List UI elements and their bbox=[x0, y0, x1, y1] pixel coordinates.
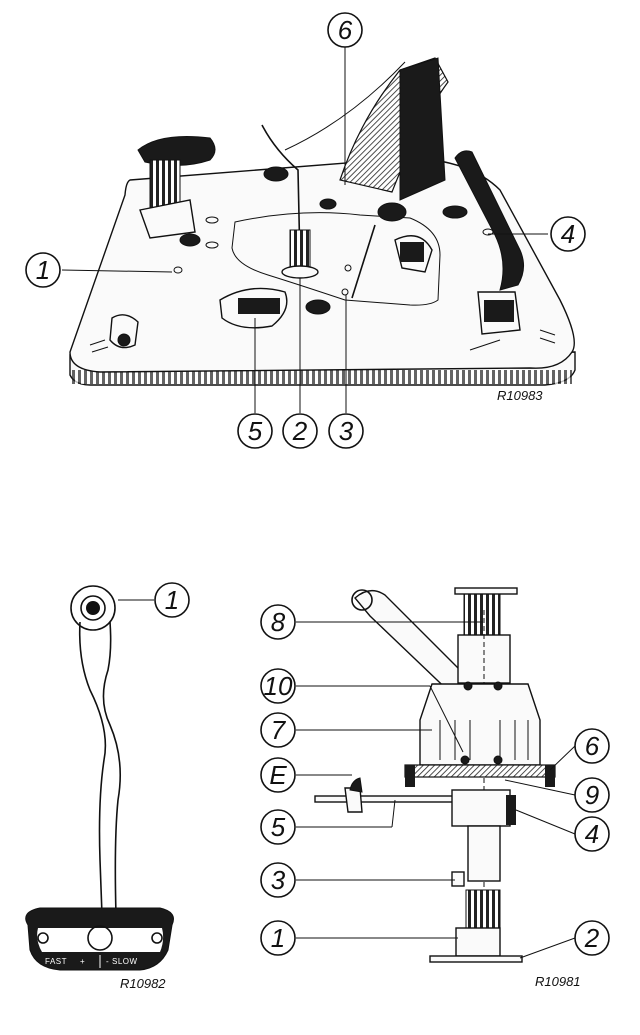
plate-label-plus: + bbox=[80, 957, 85, 966]
callout-right-7: 7 bbox=[271, 715, 287, 745]
callout-circle-left-1 bbox=[154, 582, 190, 618]
bottom-right-callouts: 8 10 7 E 5 3 1 6 9 4 2 R10981 bbox=[260, 604, 610, 989]
callout-circle-right-3 bbox=[260, 862, 296, 898]
callout-right-3: 3 bbox=[271, 865, 286, 895]
callout-left-1: 1 bbox=[165, 585, 179, 615]
bottom-left-speed-lever: FAST + - SLOW bbox=[25, 585, 174, 971]
callout-top-3: 3 bbox=[339, 416, 354, 446]
callout-circle-right-1 bbox=[260, 920, 296, 956]
callout-circle-top-1 bbox=[25, 252, 61, 288]
callout-top-1: 1 bbox=[36, 255, 50, 285]
callout-right-6: 6 bbox=[585, 731, 600, 761]
callout-right-9: 9 bbox=[585, 780, 599, 810]
plate-label-minus: - bbox=[106, 957, 109, 966]
callout-circle-right-4 bbox=[574, 816, 610, 852]
callout-circle-top-2 bbox=[282, 413, 318, 449]
callout-circle-right-10 bbox=[260, 668, 296, 704]
callout-right-1: 1 bbox=[271, 923, 285, 953]
bottom-right-spindle-assembly bbox=[314, 587, 556, 963]
callout-circle-top-6 bbox=[327, 12, 363, 48]
callout-top-2: 2 bbox=[292, 416, 308, 446]
callout-circle-right-5 bbox=[260, 809, 296, 845]
figure-reference-bottom-right: R10981 bbox=[535, 974, 581, 989]
bottom-left-callouts: 1 R10982 bbox=[118, 582, 190, 991]
callout-top-6: 6 bbox=[338, 15, 353, 45]
callout-top-4: 4 bbox=[561, 219, 575, 249]
top-figure-motor-plate bbox=[69, 57, 576, 386]
callout-circle-right-E bbox=[260, 757, 296, 793]
plate-label-slow: SLOW bbox=[112, 957, 138, 966]
callout-right-10: 10 bbox=[264, 671, 293, 701]
callout-circle-right-8 bbox=[260, 604, 296, 640]
figure-reference-bottom-left: R10982 bbox=[120, 976, 166, 991]
callout-right-E: E bbox=[269, 760, 287, 790]
callout-circle-right-7 bbox=[260, 712, 296, 748]
callout-circle-top-3 bbox=[328, 413, 364, 449]
top-callouts: 6 1 4 5 2 3 R10983 bbox=[25, 12, 586, 449]
callout-right-5: 5 bbox=[271, 812, 286, 842]
callout-right-4: 4 bbox=[585, 819, 599, 849]
callout-circle-right-6 bbox=[574, 728, 610, 764]
plate-label-fast: FAST bbox=[45, 957, 67, 966]
callout-circle-right-9 bbox=[574, 777, 610, 813]
figure-reference-top: R10983 bbox=[497, 388, 543, 403]
callout-circle-top-5 bbox=[237, 413, 273, 449]
callout-circle-right-2 bbox=[574, 920, 610, 956]
callout-top-5: 5 bbox=[248, 416, 263, 446]
callout-right-8: 8 bbox=[271, 607, 286, 637]
callout-right-2: 2 bbox=[584, 923, 600, 953]
callout-circle-top-4 bbox=[550, 216, 586, 252]
